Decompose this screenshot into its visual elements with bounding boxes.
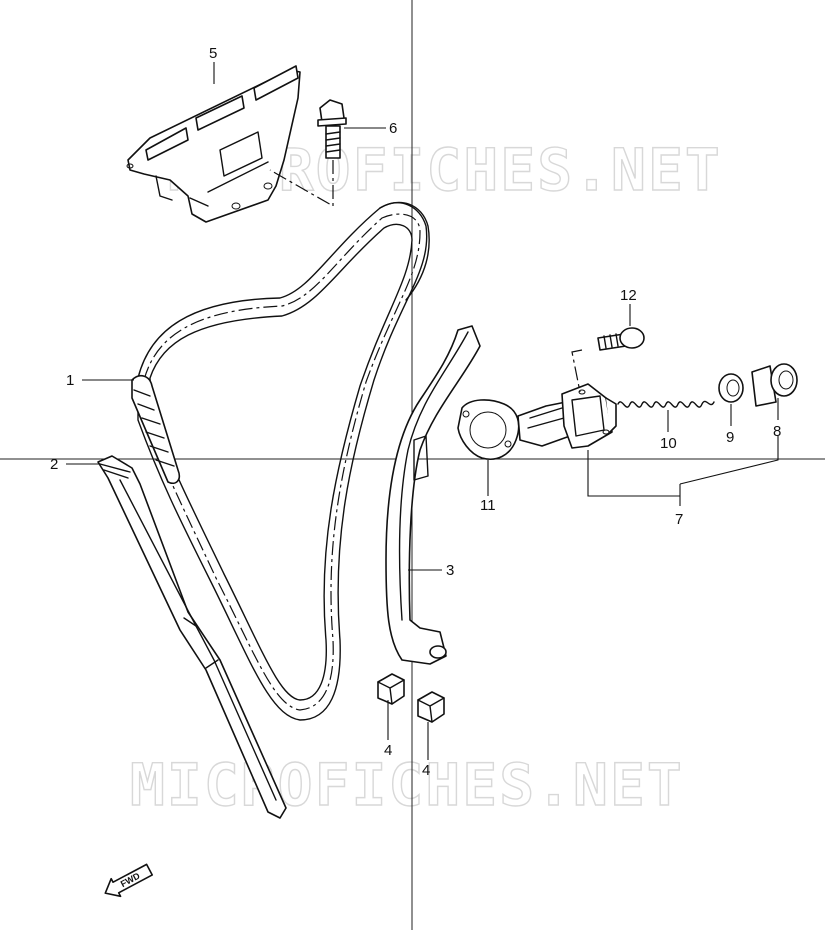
callout-7: 7 xyxy=(675,511,683,528)
callout-4b: 4 xyxy=(422,762,430,779)
part-chain-link-1[interactable] xyxy=(131,374,181,485)
forward-arrow-icon: FWD xyxy=(104,863,154,898)
part-chain-guide-front[interactable] xyxy=(97,455,287,819)
callout-12: 12 xyxy=(620,287,637,304)
callout-11: 11 xyxy=(480,497,496,514)
part-spring[interactable] xyxy=(617,400,715,408)
watermark-bottom: MICROFICHES.NET xyxy=(130,751,684,819)
part-cap-bolt[interactable] xyxy=(751,363,798,407)
leader-lines xyxy=(66,62,779,760)
part-bolt-6[interactable] xyxy=(317,99,347,159)
part-cushion-4b[interactable] xyxy=(417,691,445,723)
part-chain-tensioner-guide[interactable] xyxy=(385,325,481,665)
callout-2: 2 xyxy=(50,456,58,473)
part-washer[interactable] xyxy=(718,373,744,403)
callout-3: 3 xyxy=(446,562,454,579)
bolt-12-install-line xyxy=(571,349,583,393)
callout-5: 5 xyxy=(209,45,217,62)
bolt-6-install-line xyxy=(269,160,334,208)
callout-10: 10 xyxy=(660,435,677,452)
callout-8: 8 xyxy=(773,423,781,440)
part-cushion-4a[interactable] xyxy=(377,673,405,705)
callout-6: 6 xyxy=(389,120,397,137)
part-chain-guide-top[interactable] xyxy=(126,65,301,223)
callout-4a: 4 xyxy=(384,742,392,759)
callout-9: 9 xyxy=(726,429,734,446)
part-gasket[interactable] xyxy=(457,399,520,460)
part-bolt-12[interactable] xyxy=(597,327,645,351)
part-cam-chain[interactable] xyxy=(137,201,430,721)
part-tensioner-adjuster[interactable] xyxy=(517,383,617,449)
callout-1: 1 xyxy=(66,372,74,389)
